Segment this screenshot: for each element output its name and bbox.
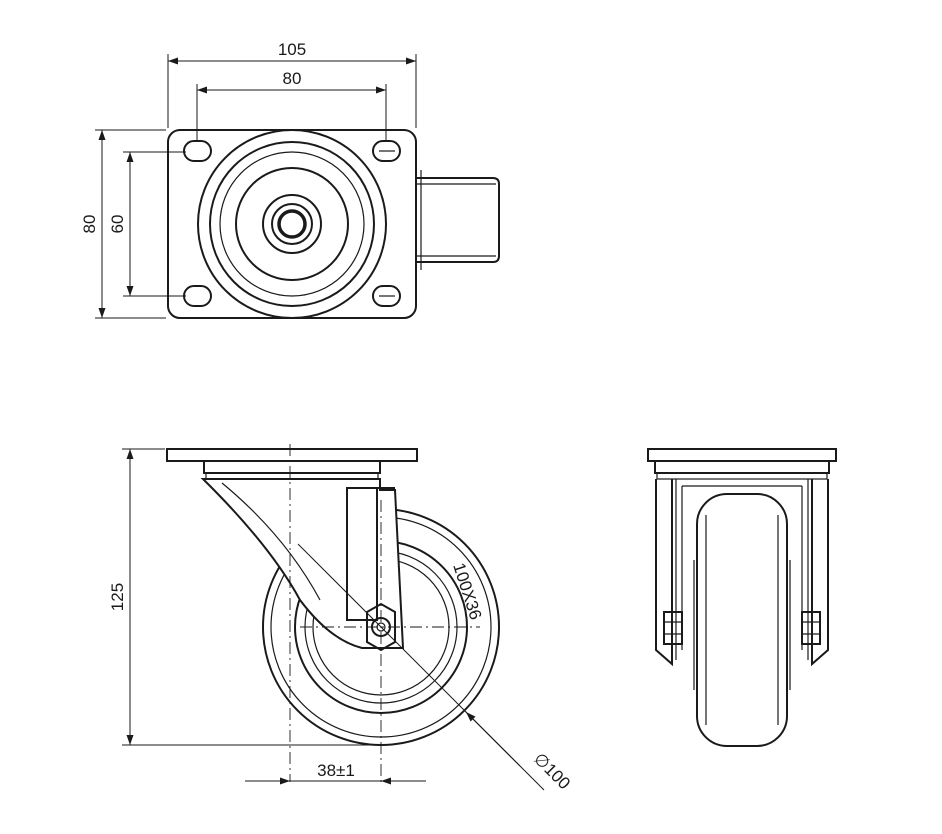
top-view: 105 80 80 60 <box>80 40 500 319</box>
dimension-plate-width: 105 <box>278 40 306 59</box>
fork-leg-right <box>811 479 829 667</box>
axle-nut-right <box>801 611 821 645</box>
fork-inner-edge <box>221 482 321 601</box>
dimension-hole-spacing-y: 60 <box>108 215 127 234</box>
dimension-hole-spacing-x: 80 <box>283 69 302 88</box>
fork-projection <box>416 177 500 263</box>
mounting-plate-outline <box>167 129 417 319</box>
diameter-leader-arrow <box>465 711 521 767</box>
swivel-ring-4 <box>235 167 349 281</box>
side-mounting-plate <box>166 448 418 462</box>
front-view <box>647 448 837 747</box>
dimension-overall-height: 125 <box>108 583 127 611</box>
axle-nut-left <box>663 611 683 645</box>
dimension-wheel-diameter: ∅100 <box>530 749 574 793</box>
fork-leg <box>200 478 405 649</box>
swivel-ring-outer <box>197 129 387 319</box>
dimension-plate-length: 80 <box>80 215 99 234</box>
swivel-ring-3 <box>219 151 365 297</box>
kingpin-boss <box>262 194 322 254</box>
front-mounting-plate <box>647 448 837 462</box>
side-view: 100X36 125 38±1 ∅100 <box>108 444 574 793</box>
swivel-ring-2 <box>209 141 375 307</box>
mounting-hole-bottom-left <box>183 285 212 307</box>
mounting-hole-top-left <box>183 140 212 162</box>
side-swivel-bearing <box>203 460 381 474</box>
mounting-hole-bottom-right <box>372 285 401 307</box>
front-swivel-bearing <box>654 460 830 474</box>
dimension-offset: 38±1 <box>317 761 355 780</box>
front-wheel <box>696 493 788 747</box>
fork-leg-left <box>655 479 673 667</box>
front-swivel-race <box>656 472 828 480</box>
wheel-size-marking: 100X36 <box>449 560 485 622</box>
kingpin-ring <box>271 203 313 245</box>
kingpin-bolt <box>277 209 307 239</box>
kingpin-shaft <box>346 487 378 621</box>
